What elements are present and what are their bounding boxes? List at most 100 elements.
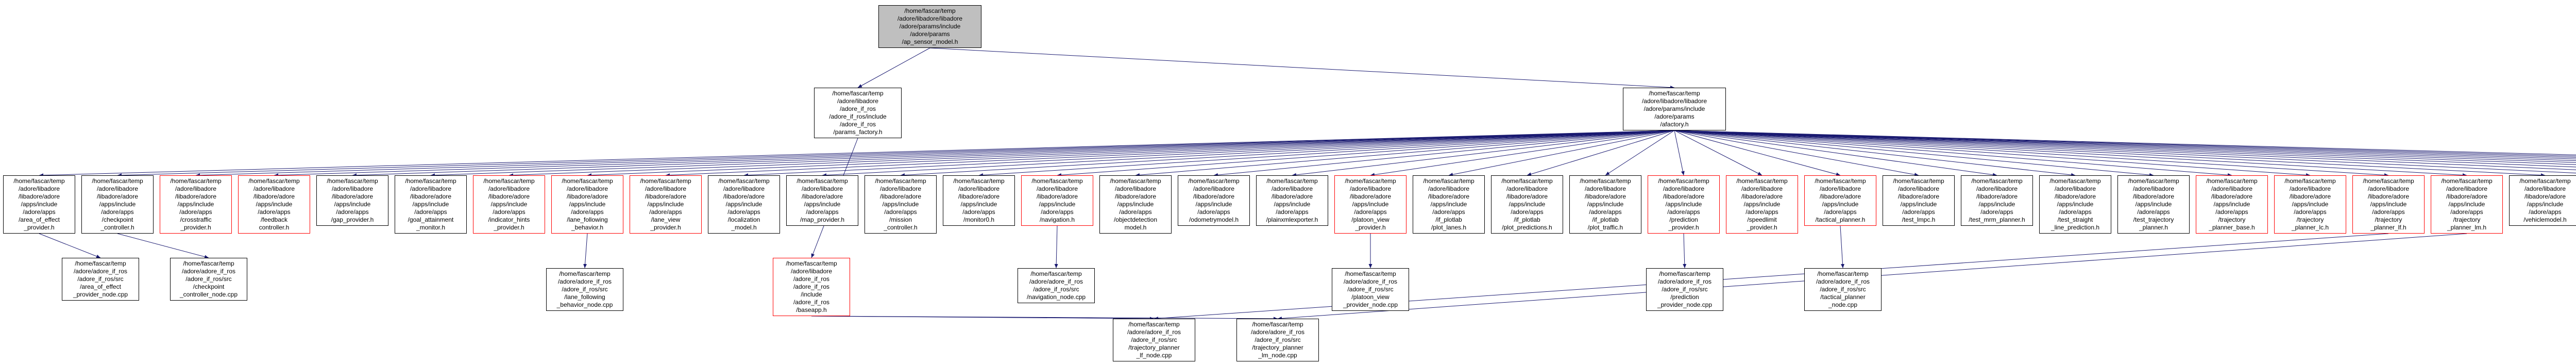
graph-node-label-line: /adore/apps [1511, 208, 1544, 216]
graph-node-label-line: /adore/apps [179, 208, 212, 216]
graph-node-label-line: /home/fascar/temp [1658, 177, 1709, 185]
graph-node-D1[interactable]: /home/fascar/temp/adore/adore_if_ros/ado… [546, 268, 623, 311]
graph-node-label-line: /adore_if_ros [839, 105, 876, 112]
graph-node-M14[interactable]: /home/fascar/temp/adore/libadore/libador… [1021, 175, 1093, 226]
graph-node-M5[interactable]: /home/fascar/temp/adore/libadore/libador… [316, 175, 388, 226]
graph-node-label-line: _controller_node.cpp [179, 291, 238, 298]
graph-node-label-line: _monitor.h [416, 224, 446, 231]
graph-node-label-line: /adore/adore_if_ros [1343, 278, 1398, 285]
graph-node-label-line: /adore_if_ros [793, 283, 830, 290]
graph-node-label-line: _provider.h [494, 224, 524, 231]
graph-node-label-line: /navigation.h [1039, 216, 1075, 223]
graph-node-label-line: /adore/libadore [1976, 185, 2018, 192]
graph-node-label-line: /test_lmpc.h [1902, 216, 1936, 223]
graph-node-label-line: /apps/include [2527, 201, 2564, 208]
graph-node-D5[interactable]: /home/fascar/temp/adore/adore_if_ros/ado… [1804, 268, 1882, 311]
graph-node-CPP1[interactable]: /home/fascar/temp/adore/adore_if_ros/ado… [62, 258, 139, 301]
graph-node-label-line: /libadore/adore [488, 193, 530, 200]
graph-node-label-line: /home/fascar/temp [1815, 177, 1866, 185]
graph-node-E1[interactable]: /home/fascar/temp/adore/adore_if_ros/ado… [1113, 319, 1195, 361]
graph-node-D4[interactable]: /home/fascar/temp/adore/adore_if_ros/ado… [1646, 268, 1723, 311]
graph-node-M1[interactable]: /home/fascar/temp/adore/libadore/libador… [3, 175, 75, 234]
graph-node-label-line: /adore/apps [1432, 208, 1465, 216]
graph-node-PF[interactable]: /home/fascar/temp/adore/libadore/adore_i… [814, 88, 902, 138]
graph-node-M11[interactable]: /home/fascar/temp/adore/libadore/libador… [786, 175, 858, 226]
graph-node-label-line: /apps/include [256, 201, 293, 208]
graph-node-M17[interactable]: /home/fascar/temp/adore/libadore/libador… [1256, 175, 1328, 226]
graph-node-M6[interactable]: /home/fascar/temp/adore/libadore/libador… [395, 175, 467, 234]
graph-node-label-line: /libadore/adore [1663, 193, 1705, 200]
graph-node-M7[interactable]: /home/fascar/temp/adore/libadore/libador… [473, 175, 545, 234]
graph-node-label-line: _provider_node.cpp [73, 291, 128, 298]
graph-node-label-line: /platoon_view [1351, 293, 1389, 301]
graph-node-M24[interactable]: /home/fascar/temp/adore/libadore/libador… [1804, 175, 1876, 226]
graph-node-label-line: /adore/libadore/libadore [1641, 97, 1707, 105]
graph-node-M19[interactable]: /home/fascar/temp/adore/libadore/libador… [1413, 175, 1485, 234]
graph-node-M28[interactable]: /home/fascar/temp/adore/libadore/libador… [2117, 175, 2190, 234]
graph-node-M30[interactable]: /home/fascar/temp/adore/libadore/libador… [2274, 175, 2346, 234]
graph-node-label-line: _controller.h [884, 224, 918, 231]
graph-node-M16[interactable]: /home/fascar/temp/adore/libadore/libador… [1178, 175, 1250, 226]
graph-node-M27[interactable]: /home/fascar/temp/adore/libadore/libador… [2039, 175, 2111, 234]
graph-node-E2[interactable]: /home/fascar/temp/adore/adore_if_ros/ado… [1236, 319, 1319, 361]
graph-node-M31[interactable]: /home/fascar/temp/adore/libadore/libador… [2352, 175, 2425, 234]
graph-node-label-line: /adore/libadore [879, 185, 922, 192]
graph-node-label-line: /adore/libadore [2524, 185, 2566, 192]
graph-node-label-line: /adore/apps [493, 208, 526, 216]
graph-node-label-line: /home/fascar/temp [1893, 177, 1944, 185]
graph-node-M13[interactable]: /home/fascar/temp/adore/libadore/libador… [943, 175, 1015, 226]
graph-node-label-line: /home/fascar/temp [953, 177, 1005, 185]
graph-node-label-line: /goal_attainment [408, 216, 454, 223]
graph-node-label-line: /libadore/adore [2289, 193, 2331, 200]
graph-node-M23[interactable]: /home/fascar/temp/adore/libadore/libador… [1726, 175, 1798, 234]
graph-node-label-line: /platoon_view [1351, 216, 1389, 223]
graph-node-M12[interactable]: /home/fascar/temp/adore/libadore/libador… [865, 175, 937, 234]
graph-node-label-line: /adore/adore_if_ros [73, 268, 128, 275]
graph-node-M8[interactable]: /home/fascar/temp/adore/libadore/libador… [551, 175, 623, 234]
graph-node-M29[interactable]: /home/fascar/temp/adore/libadore/libador… [2196, 175, 2268, 234]
graph-node-label-line: /adore/apps [23, 208, 56, 216]
graph-node-label-line: /home/fascar/temp [405, 177, 456, 185]
graph-node-M20[interactable]: /home/fascar/temp/adore/libadore/libador… [1491, 175, 1563, 234]
graph-node-label-line: /adore_if_ros/src [1255, 336, 1301, 343]
graph-node-label-line: /home/fascar/temp [875, 177, 926, 185]
graph-node-M10[interactable]: /home/fascar/temp/adore/libadore/libador… [708, 175, 780, 234]
graph-node-M18[interactable]: /home/fascar/temp/adore/libadore/libador… [1334, 175, 1406, 234]
graph-node-label-line: /adore/libadore [1584, 185, 1626, 192]
graph-node-M2[interactable]: /home/fascar/temp/adore/libadore/libador… [81, 175, 154, 234]
graph-node-label-line: /adore/libadore [958, 185, 1000, 192]
graph-node-D6[interactable]: /home/fascar/temp/adore/libadore/adore_i… [773, 258, 850, 316]
graph-node-label-line: /adore/libadore [645, 185, 687, 192]
graph-node-label-line: /adore/apps [258, 208, 291, 216]
graph-node-D3[interactable]: /home/fascar/temp/adore/adore_if_ros/ado… [1332, 268, 1409, 311]
graph-node-label-line: /libadore/adore [1349, 193, 1392, 200]
graph-node-M15[interactable]: /home/fascar/temp/adore/libadore/libador… [1099, 175, 1172, 234]
graph-node-label-line: /home/fascar/temp [483, 177, 535, 185]
graph-node-M25[interactable]: /home/fascar/temp/adore/libadore/libador… [1883, 175, 1955, 226]
graph-node-label-line: /libadore/adore [958, 193, 1000, 200]
graph-node-D2[interactable]: /home/fascar/temp/adore/adore_if_ros/ado… [1018, 268, 1095, 303]
graph-node-M21[interactable]: /home/fascar/temp/adore/libadore/libador… [1569, 175, 1641, 234]
graph-node-AF[interactable]: /home/fascar/temp/adore/libadore/libador… [1623, 88, 1726, 130]
graph-node-label-line: /home/fascar/temp [1188, 177, 1240, 185]
graph-node-M3[interactable]: /home/fascar/temp/adore/libadore/libador… [160, 175, 232, 234]
graph-node-M9[interactable]: /home/fascar/temp/adore/libadore/libador… [630, 175, 702, 234]
graph-node-CPP2[interactable]: /home/fascar/temp/adore/adore_if_ros/ado… [170, 258, 247, 301]
graph-node-M22[interactable]: /home/fascar/temp/adore/libadore/libador… [1648, 175, 1720, 234]
graph-node-label-line: _planner_lm.h [2447, 224, 2487, 231]
graph-node-S[interactable]: /home/fascar/temp/adore/libadore/libador… [878, 5, 981, 48]
graph-node-label-line: /adore/adore_if_ros [557, 278, 612, 285]
graph-node-label-line: /libadore/adore [2211, 193, 2253, 200]
graph-node-M26[interactable]: /home/fascar/temp/adore/libadore/libador… [1961, 175, 2033, 226]
graph-node-label-line: /adore/libadore [2132, 185, 2175, 192]
graph-node-label-line: _provider.h [1668, 224, 1699, 231]
graph-node-M33[interactable]: /home/fascar/temp/adore/libadore/libador… [2509, 175, 2576, 226]
graph-node-M4[interactable]: /home/fascar/temp/adore/libadore/libador… [238, 175, 310, 234]
graph-node-label-line: /apps/include [1900, 201, 1937, 208]
graph-node-label-line: /adore/libadore [1114, 185, 1157, 192]
graph-node-label-line: /ap_sensor_model.h [902, 38, 958, 45]
graph-node-label-line: /plainxmlexporter.h [1266, 216, 1318, 223]
graph-node-label-line: /libadore/adore [331, 193, 374, 200]
graph-node-label-line: /adore/libadore [488, 185, 530, 192]
graph-node-M32[interactable]: /home/fascar/temp/adore/libadore/libador… [2431, 175, 2503, 234]
